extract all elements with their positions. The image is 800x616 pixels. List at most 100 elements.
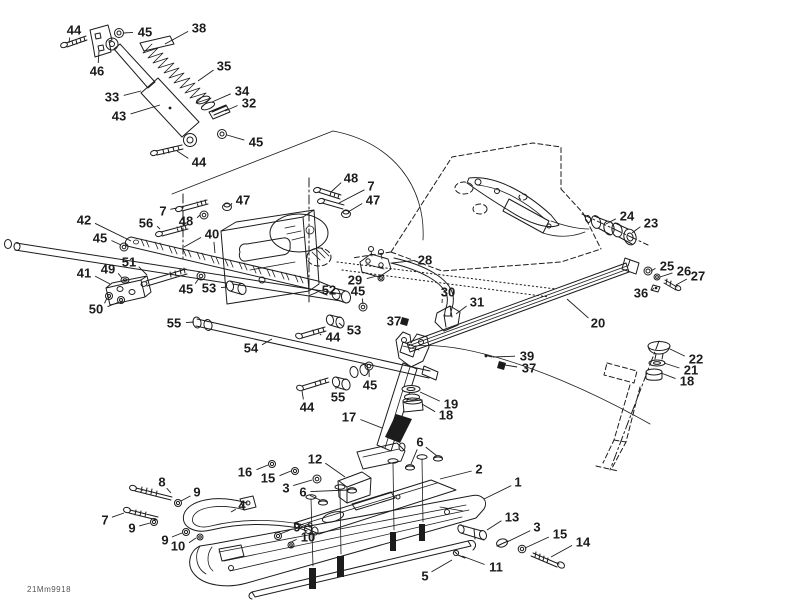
part-callout-5-64: 5 (421, 569, 428, 584)
callout-leader (631, 226, 641, 234)
steering-bellcrank-group (359, 246, 461, 332)
part-callout-18-55: 18 (439, 408, 453, 423)
diagram-code: 21Mm9918 (27, 585, 72, 594)
callout-leader (338, 322, 344, 327)
callout-leader (261, 338, 273, 346)
ghost-spindle-group (414, 340, 671, 472)
part-callout-36-50: 36 (634, 286, 648, 301)
callout-leader (117, 273, 123, 279)
callout-leader (166, 487, 172, 494)
callout-leader (224, 105, 238, 112)
part-callout-26-48: 26 (677, 264, 691, 279)
part-callout-50-24: 50 (89, 302, 103, 317)
part-callout-45-43: 45 (363, 378, 377, 393)
part-callout-37-40: 37 (522, 361, 536, 376)
callout-leader (288, 538, 297, 544)
callout-leader (293, 479, 313, 487)
callout-leader (319, 333, 322, 336)
callout-leader (410, 449, 418, 465)
part-callout-53-31: 53 (347, 323, 361, 338)
callout-leader (360, 419, 383, 429)
part-callout-56-17: 56 (139, 216, 153, 231)
callout-leader (431, 559, 453, 573)
callout-leader (504, 364, 518, 368)
part-callout-14-62: 14 (576, 535, 591, 550)
callout-leader (669, 348, 685, 357)
part-callout-41-23: 41 (77, 266, 91, 281)
part-callout-37-37: 37 (387, 314, 401, 329)
part-callout-17-44: 17 (342, 410, 356, 425)
callout-leader (338, 189, 365, 204)
part-callout-48-11: 48 (344, 171, 358, 186)
part-callout-9-71: 9 (293, 520, 300, 535)
part-callout-52-29: 52 (322, 283, 336, 298)
callout-leader (185, 321, 195, 324)
part-callout-45-15: 45 (93, 231, 107, 246)
radius-rods-group (4, 239, 439, 392)
callout-leader (651, 287, 655, 291)
callout-leader (309, 494, 321, 501)
part-callout-16-73: 16 (238, 465, 252, 480)
part-callout-18-53: 18 (680, 374, 694, 389)
callout-leader (425, 446, 438, 457)
callout-leader (366, 275, 378, 280)
part-callout-30-35: 30 (441, 285, 455, 300)
callout-leader (156, 225, 161, 230)
part-callout-34-7: 34 (235, 84, 250, 99)
callout-leader (256, 464, 269, 471)
callout-leader (220, 286, 228, 289)
callout-leader (279, 470, 292, 477)
part-callout-43-6: 43 (112, 109, 126, 124)
part-callout-1-58: 1 (514, 475, 521, 490)
callout-leader (439, 470, 472, 480)
callout-leader (461, 555, 485, 565)
part-callout-42-14: 42 (77, 213, 91, 228)
part-callout-28-33: 28 (418, 253, 432, 268)
callout-leader (675, 278, 688, 286)
callout-leader (230, 508, 236, 513)
part-callout-11-63: 11 (489, 560, 503, 575)
part-callout-45-25: 45 (179, 282, 193, 297)
callout-leader (170, 207, 178, 210)
callout-leader (660, 372, 676, 380)
callout-leader (97, 50, 100, 64)
callout-leader (68, 37, 71, 44)
callout-leader (164, 31, 189, 45)
part-callout-55-42: 55 (331, 390, 345, 405)
part-callout-45-9: 45 (249, 135, 263, 150)
part-callout-8-65: 8 (158, 475, 165, 490)
callout-leader (183, 237, 202, 248)
callout-leader (213, 241, 216, 254)
callout-leader (605, 218, 617, 225)
spindle-group (356, 331, 430, 470)
callout-leader (550, 545, 573, 558)
callout-leader (107, 301, 120, 308)
part-callout-7-12: 7 (367, 179, 374, 194)
callout-leader (421, 403, 436, 413)
part-callout-54-28: 54 (244, 341, 259, 356)
part-callout-47-13: 47 (366, 193, 380, 208)
callout-leader (486, 520, 502, 531)
part-callout-25-47: 25 (660, 259, 674, 274)
part-callout-21-52: 21 (684, 363, 698, 378)
callout-leader (94, 275, 111, 285)
part-callout-53-26: 53 (202, 281, 216, 296)
part-callout-12-76: 12 (308, 452, 322, 467)
callout-leader (196, 214, 201, 219)
callout-leader (659, 272, 673, 278)
ski-group (123, 454, 566, 600)
bulkhead-group (124, 177, 351, 305)
part-callout-7-16: 7 (159, 204, 166, 219)
callout-leader (139, 522, 151, 527)
part-callout-6-77: 6 (299, 485, 306, 500)
part-callout-51-21: 51 (122, 255, 136, 270)
callout-leader (111, 512, 125, 518)
part-callout-39-39: 39 (520, 349, 534, 364)
detail-circle (269, 213, 329, 253)
part-callout-44-10: 44 (192, 155, 207, 170)
part-callout-15-61: 15 (553, 527, 567, 542)
steering-arm-group (466, 177, 682, 293)
part-callout-9-68: 9 (128, 521, 135, 536)
